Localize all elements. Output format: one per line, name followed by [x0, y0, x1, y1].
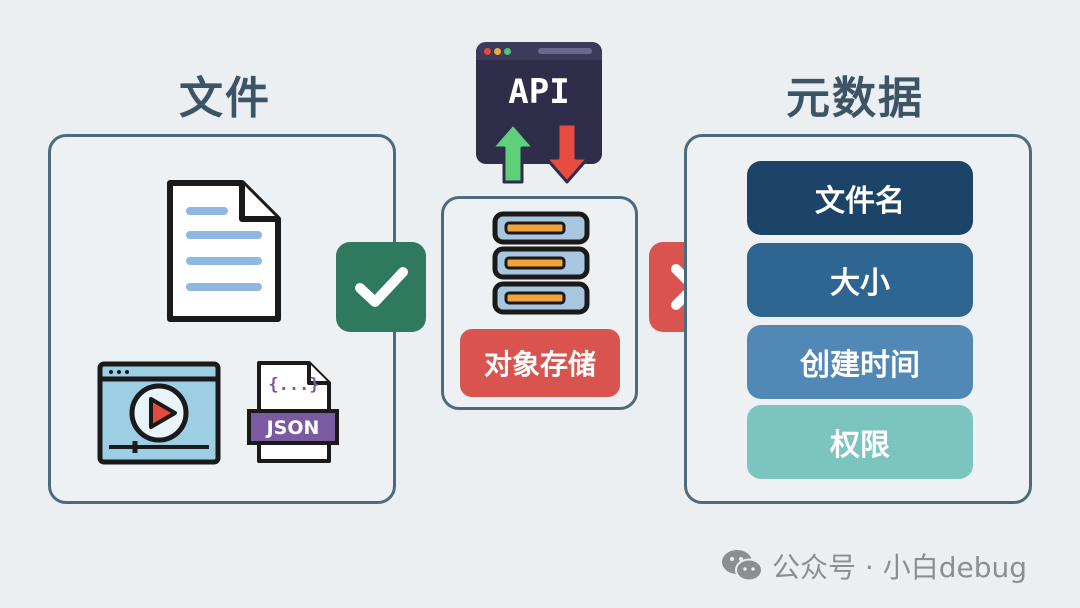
server-icon	[492, 211, 590, 315]
object-storage-label: 对象存储	[460, 329, 620, 397]
wechat-icon	[722, 550, 763, 582]
metadata-item-permissions: 权限	[747, 405, 973, 479]
json-braces: {...}	[268, 375, 320, 395]
upload-arrow-icon	[490, 122, 536, 184]
object-storage-panel: 对象存储	[441, 196, 638, 410]
window-dot-yellow	[494, 48, 501, 55]
metadata-item-size: 大小	[747, 243, 973, 317]
check-badge	[336, 242, 426, 332]
api-label: API	[508, 72, 570, 112]
video-file-icon	[97, 361, 221, 465]
metadata-item-filename: 文件名	[747, 161, 973, 235]
json-label: JSON	[266, 417, 320, 439]
json-file-icon: {...} JSON	[247, 359, 339, 465]
document-icon	[167, 180, 281, 322]
window-dot-green	[504, 48, 511, 55]
metadata-item-created-time: 创建时间	[747, 325, 973, 399]
download-arrow-icon	[544, 122, 590, 184]
files-title: 文件	[179, 73, 271, 124]
check-icon	[355, 267, 408, 307]
window-dot-red	[484, 48, 491, 55]
watermark-text: 公众号 · 小白debug	[772, 551, 1027, 584]
window-address-bar	[538, 48, 592, 54]
metadata-panel: 文件名 大小 创建时间 权限	[684, 134, 1032, 504]
metadata-title: 元数据	[786, 73, 924, 124]
watermark: 公众号 · 小白debug	[720, 546, 1027, 586]
